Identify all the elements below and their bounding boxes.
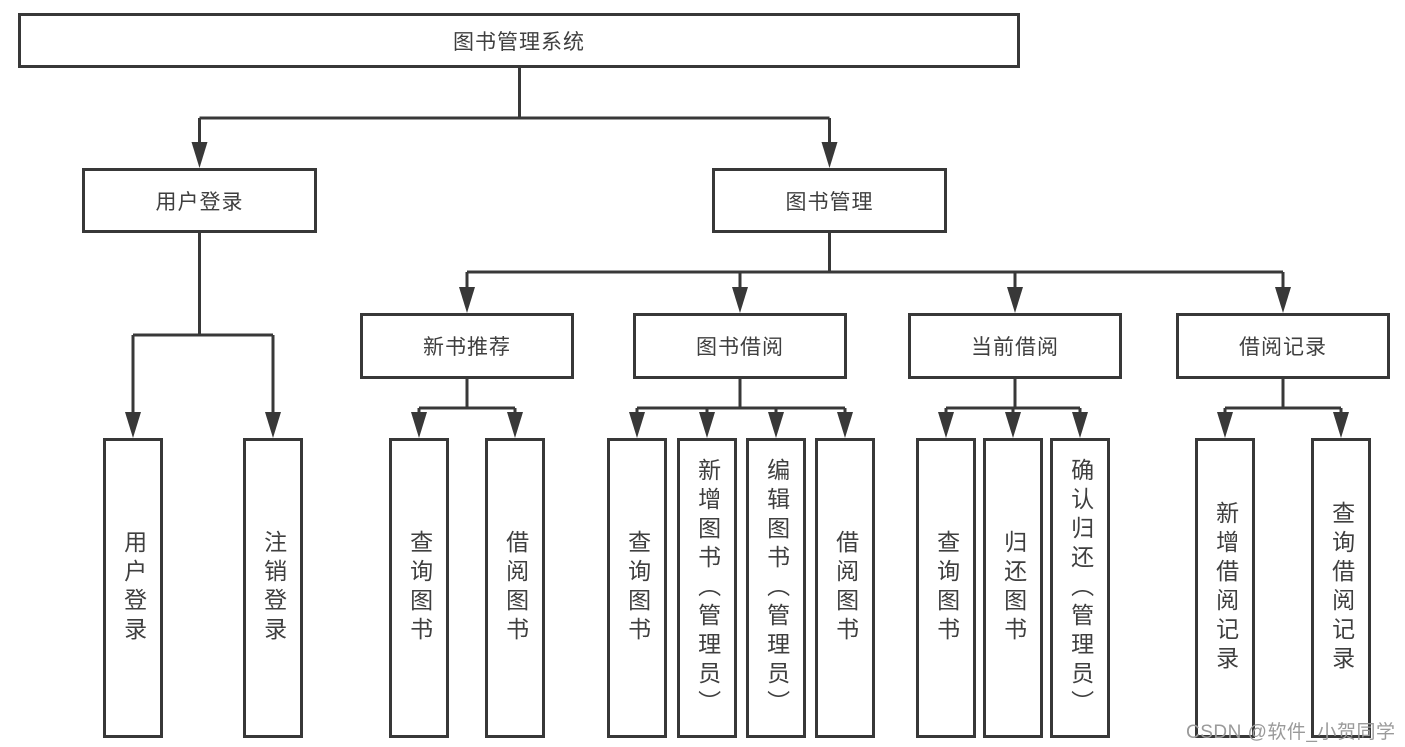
- leaf-add-borrow-record-label: 新增借阅记录: [1212, 501, 1239, 675]
- leaf-query-borrow-record-label: 查询借阅记录: [1328, 501, 1355, 675]
- leaf-add-books-admin: 新增图书（管理员）: [677, 438, 737, 738]
- csdn-watermark: CSDN @软件_小贺同学: [1186, 722, 1396, 743]
- node-current-borrow-label: 当前借阅: [971, 336, 1059, 359]
- node-book-management: 图书管理: [712, 168, 947, 233]
- node-root-label: 图书管理系统: [453, 30, 585, 54]
- leaf-edit-books-admin-label: 编辑图书（管理员）: [763, 457, 790, 719]
- leaf-logout-label: 注销登录: [260, 530, 287, 646]
- leaf-recommend-query-books: 查询图书: [389, 438, 449, 738]
- node-new-book-recommend-label: 新书推荐: [423, 336, 511, 359]
- node-borrow-records-label: 借阅记录: [1239, 336, 1327, 359]
- node-new-book-recommend: 新书推荐: [360, 313, 574, 379]
- node-current-borrow: 当前借阅: [908, 313, 1122, 379]
- leaf-logout: 注销登录: [243, 438, 303, 738]
- leaf-borrow-query-books-label: 查询图书: [624, 530, 651, 646]
- leaf-recommend-borrow-books-label: 借阅图书: [502, 530, 529, 646]
- leaf-add-books-admin-label: 新增图书（管理员）: [694, 457, 721, 719]
- leaf-confirm-return-admin-label: 确认归还（管理员）: [1067, 457, 1094, 719]
- leaf-add-borrow-record: 新增借阅记录: [1195, 438, 1255, 738]
- node-book-management-label: 图书管理: [785, 190, 874, 214]
- leaf-confirm-return-admin: 确认归还（管理员）: [1050, 438, 1110, 738]
- leaf-return-books: 归还图书: [983, 438, 1043, 738]
- node-book-borrow: 图书借阅: [633, 313, 847, 379]
- leaf-query-borrow-record: 查询借阅记录: [1311, 438, 1371, 738]
- node-user-login: 用户登录: [82, 168, 317, 233]
- node-root: 图书管理系统: [18, 13, 1020, 68]
- leaf-borrow-books: 借阅图书: [815, 438, 875, 738]
- leaf-edit-books-admin: 编辑图书（管理员）: [746, 438, 806, 738]
- leaf-borrow-books-label: 借阅图书: [832, 530, 859, 646]
- leaf-recommend-query-books-label: 查询图书: [406, 530, 433, 646]
- node-book-borrow-label: 图书借阅: [696, 336, 784, 359]
- leaf-user-login-label: 用户登录: [120, 530, 147, 646]
- node-user-login-label: 用户登录: [155, 190, 244, 214]
- leaf-recommend-borrow-books: 借阅图书: [485, 438, 545, 738]
- leaf-borrow-query-books: 查询图书: [607, 438, 667, 738]
- leaf-user-login: 用户登录: [103, 438, 163, 738]
- leaf-current-query-books: 查询图书: [916, 438, 976, 738]
- leaf-return-books-label: 归还图书: [1000, 530, 1027, 646]
- node-borrow-records: 借阅记录: [1176, 313, 1390, 379]
- leaf-current-query-books-label: 查询图书: [933, 530, 960, 646]
